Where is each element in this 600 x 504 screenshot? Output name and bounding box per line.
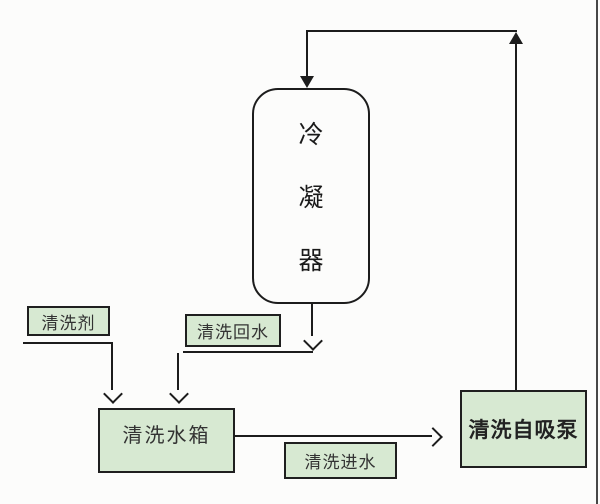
node-condenser: 冷 凝 器: [252, 88, 370, 304]
pipe-tank-to-pump: [235, 435, 432, 437]
arrowhead-pump-riser: [509, 32, 523, 44]
return-water-underline: [183, 351, 313, 353]
water-tank-text: 清洗水箱: [122, 425, 211, 447]
arrowhead-agent-to-tank: [103, 384, 123, 404]
pipe-condenser-inlet: [306, 30, 308, 78]
condenser-label-char-2: 凝: [298, 185, 324, 212]
node-pump: 清洗自吸泵: [460, 390, 587, 468]
arrowhead-return-to-tank: [169, 384, 189, 404]
label-return-water: 清洗回水: [185, 314, 281, 347]
pipe-top-horizontal: [306, 30, 517, 32]
condenser-label-char-1: 冷: [298, 122, 324, 149]
node-water-tank: 清洗水箱: [98, 408, 235, 473]
arrowhead-condenser-inlet: [300, 76, 314, 88]
arrowhead-tank-to-pump: [423, 427, 443, 447]
pipe-return-to-tank: [177, 353, 179, 390]
arrowhead-condenser-outlet: [303, 331, 323, 351]
pipe-agent-to-tank: [111, 342, 113, 390]
label-inlet-water: 清洗进水: [284, 442, 397, 479]
cleaning-agent-text: 清洗剂: [41, 313, 96, 333]
condenser-label-char-3: 器: [298, 248, 324, 275]
label-cleaning-agent: 清洗剂: [27, 306, 110, 336]
pipe-pump-riser: [515, 44, 517, 390]
agent-underline: [23, 342, 113, 344]
inlet-water-text: 清洗进水: [304, 453, 377, 472]
pump-text: 清洗自吸泵: [468, 419, 579, 442]
image-edge-line: [596, 0, 598, 504]
pipe-condenser-outlet: [311, 304, 313, 336]
return-water-text: 清洗回水: [197, 323, 269, 342]
